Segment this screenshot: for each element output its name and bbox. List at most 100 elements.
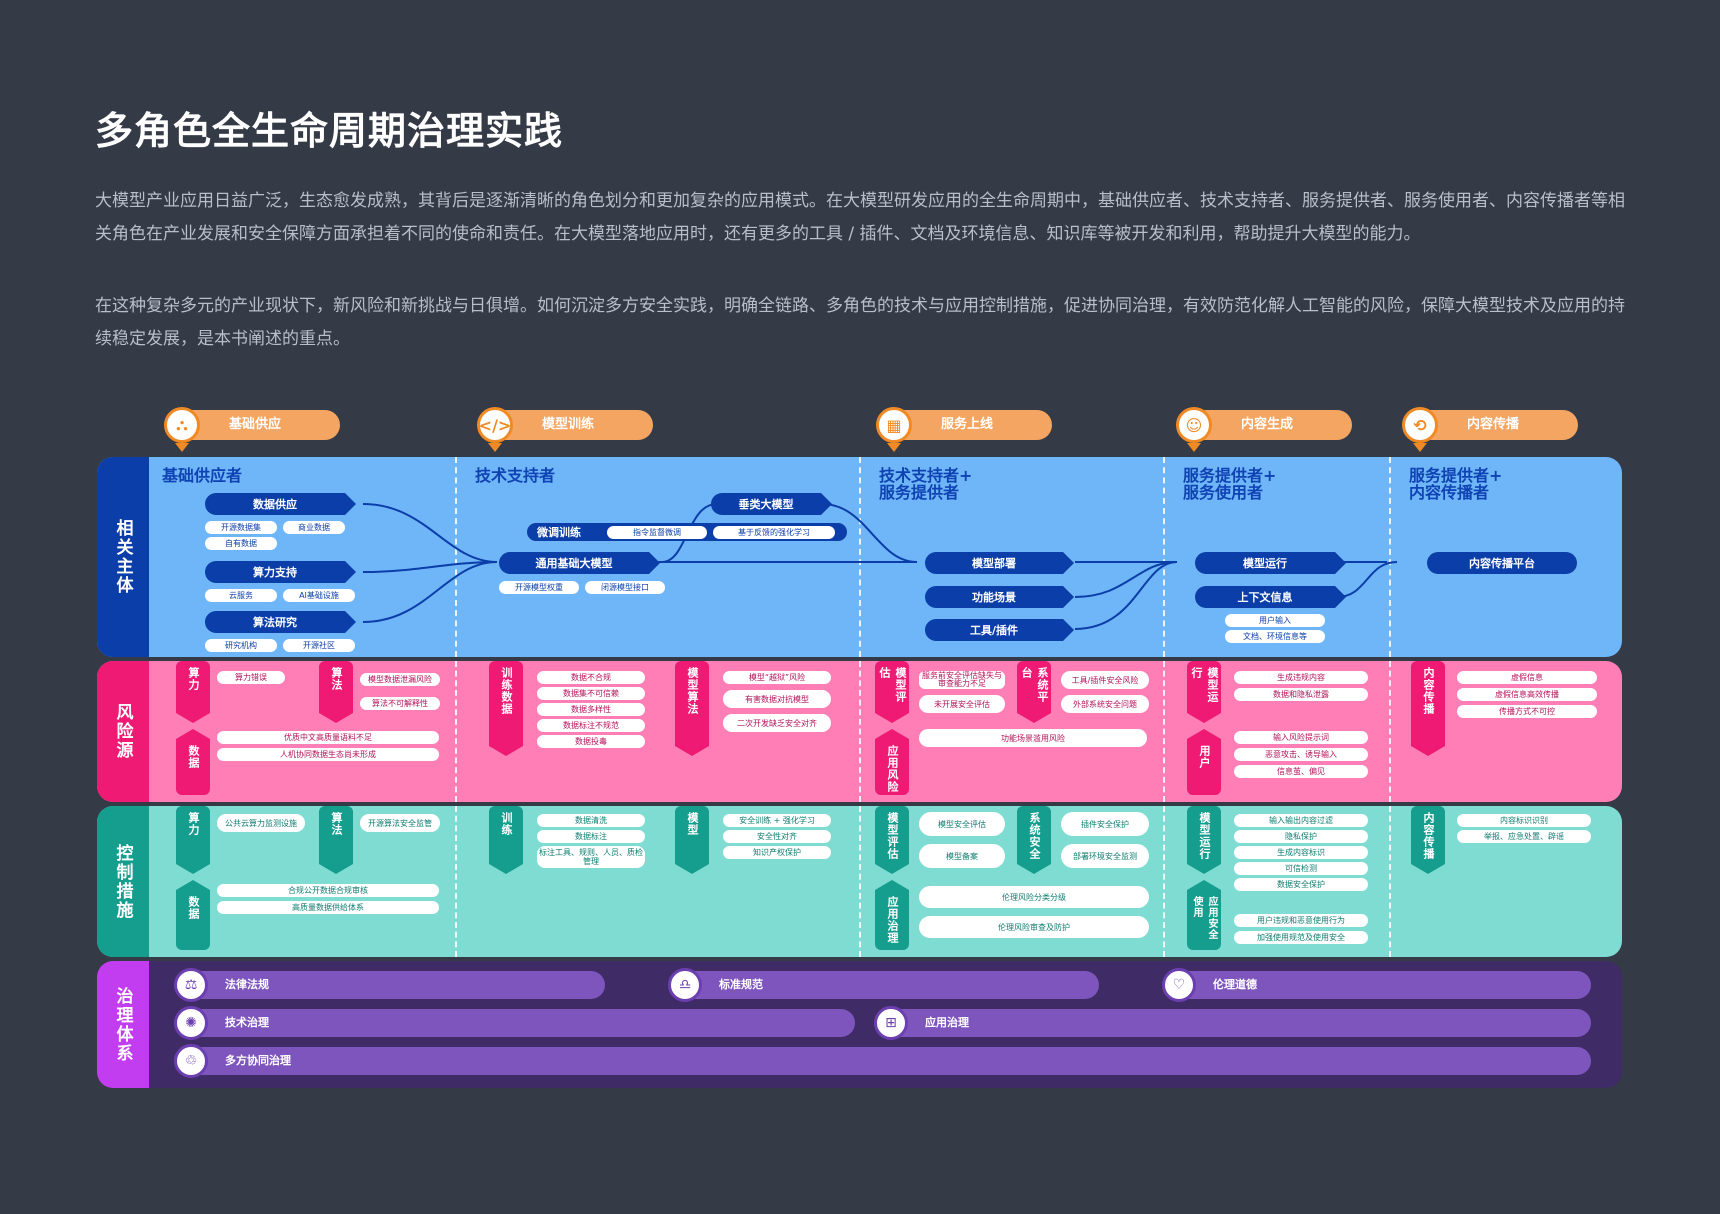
risk-pill: 数据不合规 [537,671,645,684]
stage-label: 模型训练 [542,417,595,432]
role-service-spread: 服务提供者+ 内容传播者 [1409,466,1503,502]
tag-tip [1187,729,1221,739]
band-controls: 控制措施 算力 公共云算力监测设施 算法 开源算法安全监管 数据 合规公开数据合… [97,806,1622,957]
sub-pill: 研究机构 [205,639,277,652]
tag-tip [1411,864,1445,874]
control-tag: 数据 [176,890,210,950]
risk-tag: 内容传播 [1411,661,1445,746]
control-pill: 可信检测 [1234,862,1368,875]
control-pill: 标注工具、规则、人员、质检管理 [537,846,645,868]
stage-pointer [1187,443,1201,452]
risk-tag: 算法 [319,661,353,713]
risk-pill: 恶意攻击、诱导输入 [1234,748,1368,761]
stage-pointer [887,443,901,452]
risk-pill: 优质中文高质量语料不足 [217,731,439,744]
control-tag: 内容传播 [1411,806,1445,864]
band-label: 风险源 [97,661,149,802]
sub-pill: 闭源模型接口 [585,581,665,594]
gov-label: 标准规范 [719,978,763,991]
control-pill: 加强使用规范及使用安全 [1234,931,1368,944]
sub-pill: 指令监督微调 [607,526,707,539]
gov-label: 多方协同治理 [225,1054,291,1067]
control-tag: 模型 [675,806,709,864]
tech-icon: ✺ [174,1006,208,1040]
sub-pill: 用户输入 [1225,614,1325,627]
flow-line [1074,561,1178,598]
gov-app: 应用治理 [875,1009,1591,1037]
band-label: 治理体系 [97,961,149,1088]
tag-tip [875,729,909,739]
node-platform: 内容传播平台 [1427,552,1577,574]
intro-paragraph-2: 在这种复杂多元的产业现状下，新风险和新挑战与日俱增。如何沉淀多方安全实践，明确全… [95,296,1625,349]
control-pill: 输入输出内容过滤 [1234,814,1368,827]
tag-tip [319,713,353,723]
flow-line [821,503,918,563]
control-pill: 插件安全保护 [1061,812,1149,836]
column-divider [455,457,457,657]
control-pill: 用户违规和恶意使用行为 [1234,914,1368,927]
control-pill: 高质量数据供给体系 [217,901,439,914]
control-tag: 应用治理 [875,890,909,950]
tag-tip [1187,713,1221,723]
tag-tip [675,864,709,874]
scale-icon: ♎ [668,968,702,1002]
tag-tip [1411,746,1445,756]
risk-pill: 生成违规内容 [1234,671,1368,684]
role-tech: 技术支持者 [475,466,556,485]
node-compute: 算力支持 [205,561,356,583]
flow-lines [362,503,1398,630]
risk-pill: 输入风险提示词 [1234,731,1368,744]
role-service-user: 服务提供者+ 服务使用者 [1183,466,1277,502]
risk-pill: 虚假信息高效传播 [1457,688,1597,701]
control-tag: 算法 [319,806,353,864]
control-tag: 模型运行 [1187,806,1221,864]
control-tag: 应用安全使用 [1187,890,1221,950]
control-pill: 安全性对齐 [723,830,831,843]
node-data-supply: 数据供应 [205,493,356,515]
column-divider [455,806,457,957]
tag-tip [875,713,909,723]
risk-tag: 数据 [176,739,210,795]
column-divider [859,661,861,802]
share-icon: ⟲ [1402,407,1438,443]
gov-law: 法律法规 [175,971,605,999]
tag-tip [1187,864,1221,874]
risk-pill: 功能场景滥用风险 [919,729,1147,747]
flow-line [362,503,498,563]
node-features: 功能场景 [925,586,1074,608]
risk-pill: 人机协同数据生态尚未形成 [217,748,439,761]
risk-tag: 模型算法 [675,661,709,746]
column-divider [1389,661,1391,802]
column-divider [1163,806,1165,957]
law-icon: ⚖ [174,968,208,1002]
gov-label: 应用治理 [925,1016,969,1029]
risk-pill: 数据投毒 [537,735,645,748]
risk-pill: 信息茧、偏见 [1234,765,1368,778]
column-divider [1389,806,1391,957]
risk-pill: 数据和隐私泄露 [1234,688,1368,701]
band-risks: 风险源 算力 算力错误 算法 模型数据泄漏风险 算法不可解释性 数据 优质中文高… [97,661,1622,802]
tag-tip [489,746,523,756]
risk-pill: 算法不可解释性 [360,697,440,710]
tag-tip [1187,880,1221,890]
node-base-model: 通用基础大模型 [499,552,660,574]
risk-pill: 服务前安全评估缺失与审查能力不足 [919,671,1005,689]
control-pill: 数据清洗 [537,814,645,827]
sub-pill: 开源社区 [283,639,355,652]
sub-pill: 基于反馈的强化学习 [713,526,835,539]
tag-tip [176,880,210,890]
control-tag: 系统安全 [1017,806,1051,864]
risk-pill: 二次开发缺乏安全对齐 [723,714,831,732]
sub-pill: 开源模型权重 [499,581,579,594]
tag-tip [176,713,210,723]
control-tag: 训练 [489,806,523,864]
column-divider [1163,457,1165,657]
risk-pill: 数据多样性 [537,703,645,716]
column-divider [859,806,861,957]
control-pill: 伦理风险分类分级 [919,886,1149,908]
gov-label: 技术治理 [225,1016,269,1029]
role-tech-service: 技术支持者+ 服务提供者 [879,466,973,502]
tag-tip [319,864,353,874]
node-label: 微调训练 [537,526,581,539]
tag-tip [875,880,909,890]
